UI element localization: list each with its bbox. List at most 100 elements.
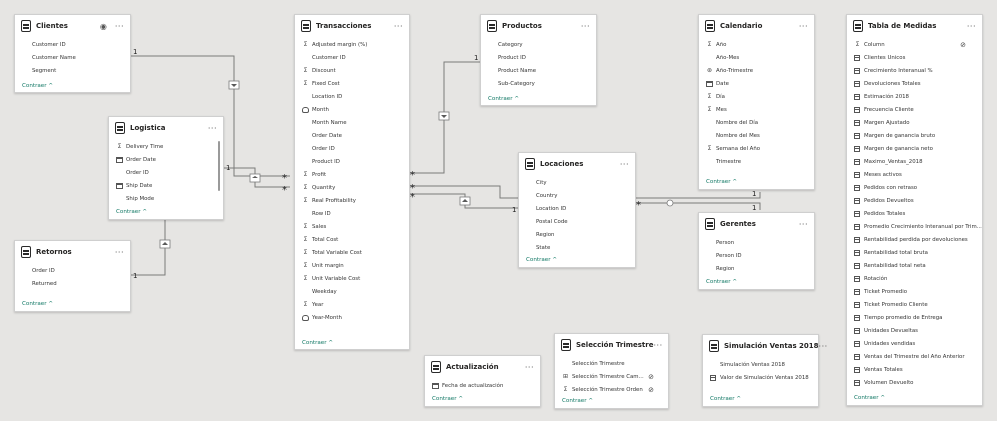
collapse-button[interactable]: Contraer ^ [710, 396, 742, 402]
field-row[interactable]: Person ID [716, 252, 742, 259]
scrollbar[interactable] [218, 141, 220, 191]
collapse-button[interactable]: Contraer ^ [706, 279, 738, 285]
field-row[interactable]: Customer ID [312, 54, 346, 61]
table-card-simulacion-ventas-2018[interactable]: Simulación Ventas 2018 ··· Simulación Ve… [702, 334, 827, 407]
table-card-locaciones[interactable]: Locaciones ··· City Country Location ID … [518, 152, 636, 268]
field-row[interactable]: ⊛Año-Trimestre [706, 67, 754, 74]
field-row[interactable]: Volumen Devuelto [847, 376, 982, 389]
field-row[interactable]: Frecuencia Cliente [847, 103, 982, 116]
table-card-gerentes[interactable]: Gerentes ··· Person Person ID Region Con… [698, 212, 815, 290]
field-row[interactable]: Selección Trimestre [572, 360, 625, 367]
collapse-button[interactable]: Contraer ^ [526, 257, 558, 263]
field-row[interactable]: Postal Code [536, 218, 568, 225]
field-row[interactable]: Country [536, 192, 558, 199]
field-row[interactable]: Nombre del Día [716, 119, 759, 126]
field-row[interactable]: Region [716, 265, 735, 272]
field-row[interactable]: Location ID [536, 205, 567, 212]
collapse-button[interactable]: Contraer ^ [22, 83, 54, 89]
field-row[interactable]: Month [295, 103, 409, 116]
collapse-button[interactable]: Contraer ^ [302, 340, 334, 346]
field-row[interactable]: Segment [32, 67, 57, 74]
more-options-button[interactable]: ··· [207, 123, 217, 133]
field-row[interactable]: Product ID [312, 158, 340, 165]
table-card-productos[interactable]: Productos ··· Category Product ID Produc… [480, 14, 597, 106]
field-row[interactable]: Pedidos Totales [847, 207, 982, 220]
field-row[interactable]: Person [716, 239, 735, 246]
visibility-eye-icon[interactable]: ◉ [99, 21, 107, 31]
field-row[interactable]: Date [699, 77, 814, 90]
collapse-button[interactable]: Contraer ^ [22, 301, 54, 307]
field-row[interactable]: Location ID [312, 93, 343, 100]
field-row[interactable]: Ship Mode [126, 195, 155, 202]
table-header[interactable]: Simulación Ventas 2018 ··· [703, 335, 827, 357]
more-options-button[interactable]: ··· [798, 21, 808, 31]
field-row[interactable]: City [536, 179, 547, 186]
more-options-button[interactable]: ··· [818, 341, 828, 351]
field-row[interactable]: Order Date [109, 153, 223, 166]
field-row[interactable]: Unidades vendidas [847, 337, 982, 350]
more-options-button[interactable]: ··· [580, 21, 590, 31]
field-row[interactable]: Pedidos con retraso [847, 181, 982, 194]
more-options-button[interactable]: ··· [653, 340, 663, 350]
more-options-button[interactable]: ··· [393, 21, 403, 31]
field-row[interactable]: ⊞Selección Trimestre Cam...⊘ [562, 372, 654, 381]
field-row[interactable]: Order Date [312, 132, 342, 139]
field-row[interactable]: Weekday [312, 288, 337, 295]
field-row[interactable]: Margen de ganancia bruto [847, 129, 982, 142]
more-options-button[interactable]: ··· [619, 159, 629, 169]
field-row[interactable]: Rentabilidad total neta [847, 259, 982, 272]
field-row[interactable]: Año-Mes [716, 54, 740, 61]
field-row[interactable]: Margen de ganancia neto [847, 142, 982, 155]
field-row[interactable]: Year-Month [295, 311, 409, 324]
table-header[interactable]: Selección Trimestre ··· [555, 334, 668, 356]
collapse-button[interactable]: Contraer ^ [432, 396, 464, 402]
field-row[interactable]: Ventas Totales [847, 363, 982, 376]
field-row[interactable]: Valor de Simulación Ventas 2018 [703, 371, 818, 384]
collapse-button[interactable]: Contraer ^ [488, 96, 520, 102]
field-row[interactable]: Maximo_Ventas_2018 [847, 155, 982, 168]
field-row[interactable]: Returned [32, 280, 57, 287]
table-header[interactable]: Clientes ◉ ··· [15, 15, 130, 37]
field-row[interactable]: Rotación [847, 272, 982, 285]
more-options-button[interactable]: ··· [798, 219, 808, 229]
field-row[interactable]: Trimestre [716, 158, 742, 165]
field-row[interactable]: Ticket Promedio [847, 285, 982, 298]
field-row[interactable]: Devoluciones Totales [847, 77, 982, 90]
field-row[interactable]: Clientes Unicos [847, 51, 982, 64]
table-card-seleccion-trimestre[interactable]: Selección Trimestre ··· Selección Trimes… [554, 333, 669, 409]
more-options-button[interactable]: ··· [114, 21, 124, 31]
table-header[interactable]: Productos ··· [481, 15, 596, 37]
field-row[interactable]: Margen Ajustado [847, 116, 982, 129]
field-row[interactable]: Tiempo promedio de Entrega [847, 311, 982, 324]
table-header[interactable]: Tabla de Medidas ··· [847, 15, 982, 37]
more-options-button[interactable]: ··· [966, 21, 976, 31]
table-header[interactable]: Logistica ··· [109, 117, 223, 139]
field-row[interactable]: Category [498, 41, 523, 48]
field-row[interactable]: Row ID [312, 210, 331, 217]
hidden-eye-icon[interactable]: ⊘ [648, 372, 654, 381]
field-row[interactable]: Rentabilidad perdida por devoluciones [847, 233, 982, 246]
field-row[interactable]: Simulación Ventas 2018 [720, 361, 785, 368]
table-header[interactable]: Transacciones ··· [295, 15, 409, 37]
field-row[interactable]: Sub-Category [498, 80, 535, 87]
field-row[interactable]: Unidades Devueltas [847, 324, 982, 337]
field-row[interactable]: Pedidos Devueltos [847, 194, 982, 207]
